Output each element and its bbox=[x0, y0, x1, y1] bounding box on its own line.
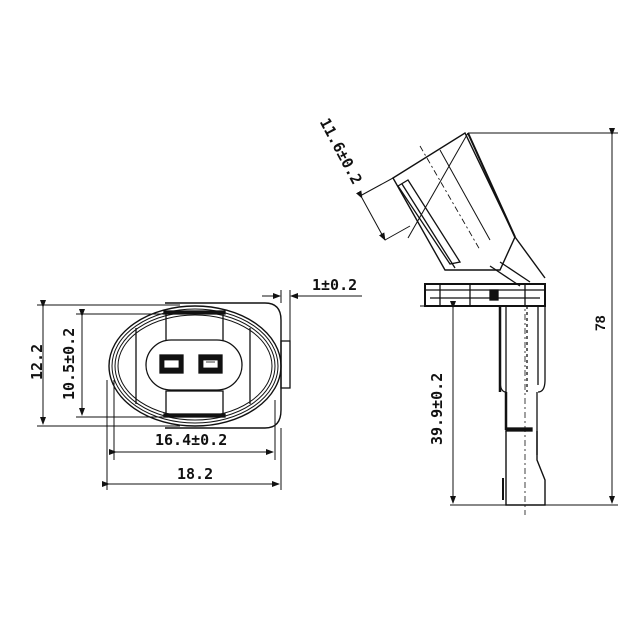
dim-total-height: 78 bbox=[592, 315, 608, 331]
dim-height-outer: 12.2 bbox=[28, 343, 46, 380]
dim-tab-thickness: 1±0.2 bbox=[312, 276, 358, 294]
front-view-dimensions bbox=[37, 290, 362, 490]
front-view bbox=[108, 302, 291, 429]
dim-height-inner: 10.5±0.2 bbox=[60, 327, 78, 400]
pin-cavity bbox=[145, 339, 243, 391]
side-view-dimensions bbox=[356, 128, 618, 506]
dim-width-outer: 18.2 bbox=[177, 465, 214, 483]
dim-probe-length: 39.9±0.2 bbox=[428, 372, 446, 445]
side-view bbox=[392, 131, 546, 515]
latch-tab bbox=[280, 340, 291, 389]
dim-width-inner: 16.4±0.2 bbox=[155, 431, 228, 449]
